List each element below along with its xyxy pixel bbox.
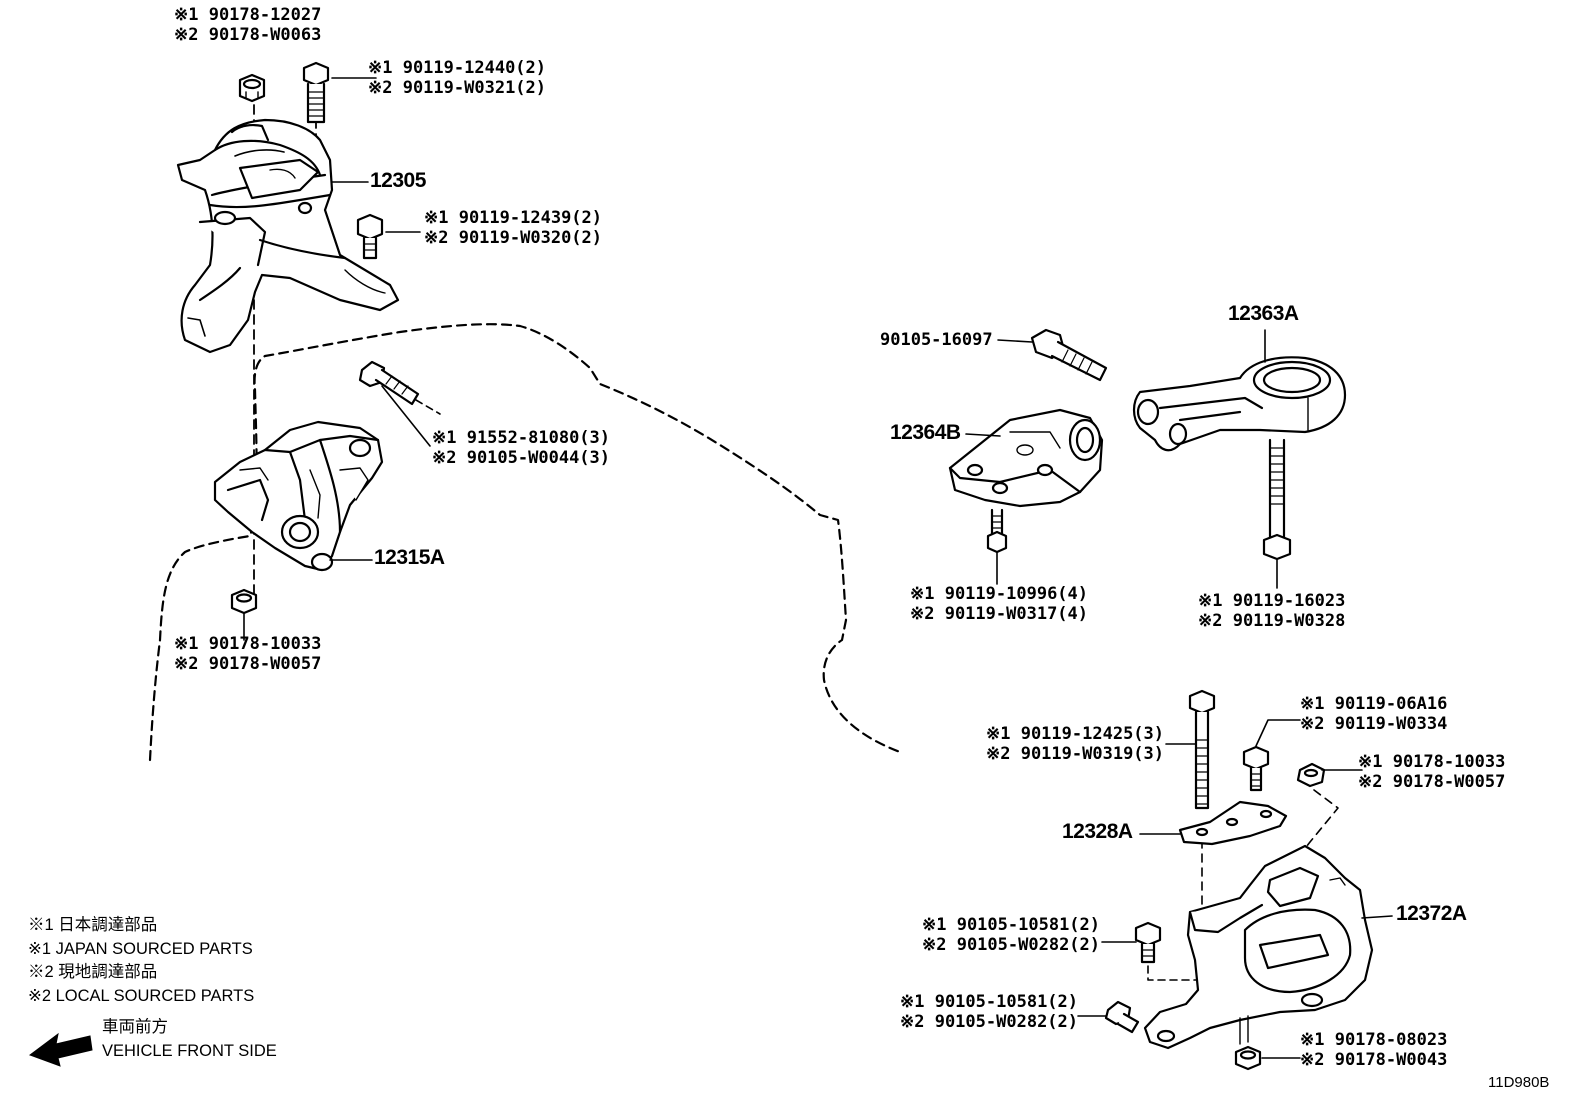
callout-line-1: ※1 90119-12439(2)	[424, 208, 603, 228]
part-label-12363a: 12363A	[1228, 302, 1299, 325]
bracket-12364b-icon	[948, 408, 1104, 508]
part-label-90105-16097: 90105-16097	[880, 330, 993, 350]
part-label-12305: 12305	[370, 169, 426, 192]
legend-line-2: ※1 JAPAN SOURCED PARTS	[28, 939, 253, 958]
nut-top-icon	[238, 73, 266, 103]
bolt-12363a-icon	[1262, 438, 1292, 561]
bolt-12425-icon	[1188, 689, 1216, 810]
callout-line-1: ※1 90119-06A16	[1300, 694, 1448, 714]
direction-en: VEHICLE FRONT SIDE	[102, 1041, 277, 1060]
callout-line-2: ※2 90119-W0334	[1300, 714, 1448, 734]
bracket-12315a-icon	[213, 420, 384, 572]
leader-bolt-12315a	[381, 385, 431, 447]
callout-line-2: ※2 90178-W0057	[1358, 772, 1506, 792]
vehicle-direction: 車両前方 VEHICLE FRONT SIDE	[102, 1016, 277, 1063]
alignment-line-12315a	[415, 399, 441, 415]
callout-line-1: ※1 90119-10996(4)	[910, 584, 1089, 604]
bolt-12364b-icon	[986, 508, 1008, 554]
callout-bolt-12315a: ※1 91552-81080(3) ※2 90105-W0044(3)	[432, 428, 610, 468]
callout-line-2: ※2 90178-W0043	[1300, 1050, 1448, 1070]
callout-bolt-12305: ※1 90119-12439(2) ※2 90119-W0320(2)	[424, 208, 602, 248]
callout-bolt-06a16: ※1 90119-06A16 ※2 90119-W0334	[1300, 694, 1447, 734]
callout-line-1: ※1 90105-10581(2)	[922, 915, 1101, 935]
leader-12372a	[1361, 915, 1393, 919]
callout-nut-top: ※1 90178-12027 ※2 90178-W0063	[174, 5, 321, 45]
alignment-line-10581-a	[1147, 965, 1197, 981]
arrow-left-icon	[28, 1032, 93, 1067]
bracket-12305-icon	[176, 118, 400, 354]
part-label-12315a: 12315A	[374, 546, 445, 569]
callout-bolt-12425: ※1 90119-12425(3) ※2 90119-W0319(3)	[986, 724, 1164, 764]
callout-nut-08023: ※1 90178-08023 ※2 90178-W0043	[1300, 1030, 1447, 1070]
bolt-06a16-icon	[1242, 745, 1270, 792]
callout-bolt-12363a: ※1 90119-16023 ※2 90119-W0328	[1198, 591, 1345, 631]
nut-08023-icon	[1234, 1045, 1262, 1071]
legend-line-4: ※2 LOCAL SOURCED PARTS	[28, 986, 255, 1005]
callout-line-1: ※1 90119-12425(3)	[986, 724, 1165, 744]
callout-line-1: ※1 90178-12027	[174, 5, 322, 25]
legend: ※1 日本調達部品 ※1 JAPAN SOURCED PARTS ※2 現地調達…	[28, 914, 254, 1008]
bolt-12315a-icon	[358, 360, 420, 406]
diagram-code: 11D980B	[1488, 1074, 1550, 1091]
bolt-top-icon	[302, 61, 330, 124]
part-label-12328a: 12328A	[1062, 820, 1133, 843]
engine-outline	[148, 323, 902, 762]
part-label-12372a: 12372A	[1396, 902, 1467, 925]
callout-line-1: ※1 90178-08023	[1300, 1030, 1448, 1050]
mount-12372a-icon	[1143, 844, 1374, 1050]
callout-nut-12315a: ※1 90178-10033 ※2 90178-W0057	[174, 634, 321, 674]
callout-line-1: ※1 91552-81080(3)	[432, 428, 611, 448]
callout-bolt-12364b: ※1 90119-10996(4) ※2 90119-W0317(4)	[910, 584, 1088, 624]
bolt-12305-icon	[356, 213, 384, 260]
direction-jp: 車両前方	[102, 1018, 168, 1036]
bolt-10581-a-icon	[1134, 921, 1162, 964]
callout-line-2: ※2 90119-W0317(4)	[910, 604, 1089, 624]
callout-line-2: ※2 90119-W0328	[1198, 611, 1346, 631]
callout-line-1: ※1 90178-10033	[174, 634, 322, 654]
callout-line-1: ※1 90119-16023	[1198, 591, 1346, 611]
callout-line-2: ※2 90105-W0282(2)	[900, 1012, 1079, 1032]
nut-right-icon	[1296, 762, 1326, 788]
plate-12328a-icon	[1178, 800, 1288, 846]
bolt-10581-b-icon	[1104, 1000, 1140, 1034]
callout-line-2: ※2 90178-W0063	[174, 25, 322, 45]
callout-line-2: ※2 90105-W0282(2)	[922, 935, 1101, 955]
callout-line-1: ※1 90119-12440(2)	[368, 58, 547, 78]
rod-12363a-icon	[1132, 356, 1347, 452]
nut-12315a-icon	[230, 588, 258, 615]
leader-12364b	[965, 433, 1001, 437]
callout-bolt-10581-a: ※1 90105-10581(2) ※2 90105-W0282(2)	[922, 915, 1100, 955]
callout-bolt-10581-b: ※1 90105-10581(2) ※2 90105-W0282(2)	[900, 992, 1078, 1032]
legend-line-1: ※1 日本調達部品	[28, 916, 158, 934]
callout-line-1: ※1 90105-10581(2)	[900, 992, 1079, 1012]
callout-line-2: ※2 90119-W0320(2)	[424, 228, 603, 248]
leader-bolt-06a16	[1255, 719, 1301, 747]
callout-nut-right: ※1 90178-10033 ※2 90178-W0057	[1358, 752, 1505, 792]
legend-line-3: ※2 現地調達部品	[28, 963, 158, 981]
callout-line-2: ※2 90119-W0319(3)	[986, 744, 1165, 764]
leader-16097	[997, 339, 1033, 343]
callout-line-1: ※1 90178-10033	[1358, 752, 1506, 772]
callout-line-2: ※2 90178-W0057	[174, 654, 322, 674]
callout-line-2: ※2 90119-W0321(2)	[368, 78, 547, 98]
bolt-16097-icon	[1030, 328, 1108, 382]
callout-line-2: ※2 90105-W0044(3)	[432, 448, 611, 468]
part-label-12364b: 12364B	[890, 421, 961, 444]
callout-bolt-top: ※1 90119-12440(2) ※2 90119-W0321(2)	[368, 58, 546, 98]
